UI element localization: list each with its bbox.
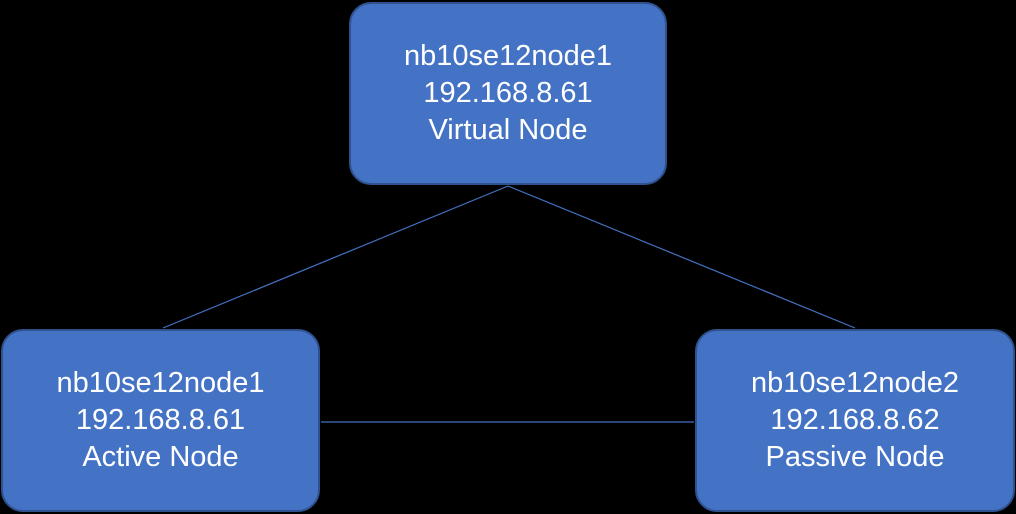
connector-virtual-active <box>162 185 509 329</box>
passive-node-role: Passive Node <box>765 441 945 473</box>
passive-node-hostname: nb10se12node2 <box>750 367 960 399</box>
active-node-ip: 192.168.8.61 <box>75 404 246 436</box>
virtual-node-box[interactable]: nb10se12node1 192.168.8.61 Virtual Node <box>349 2 667 185</box>
active-node-box[interactable]: nb10se12node1 192.168.8.61 Active Node <box>1 329 320 512</box>
virtual-node-role: Virtual Node <box>428 114 588 146</box>
virtual-node-hostname: nb10se12node1 <box>403 40 613 72</box>
passive-node-box[interactable]: nb10se12node2 192.168.8.62 Passive Node <box>695 329 1015 512</box>
passive-node-ip: 192.168.8.62 <box>770 404 940 436</box>
active-node-hostname: nb10se12node1 <box>56 367 265 399</box>
virtual-node-ip: 192.168.8.61 <box>423 77 593 109</box>
active-node-role: Active Node <box>82 441 239 473</box>
connector-virtual-passive <box>507 185 856 329</box>
